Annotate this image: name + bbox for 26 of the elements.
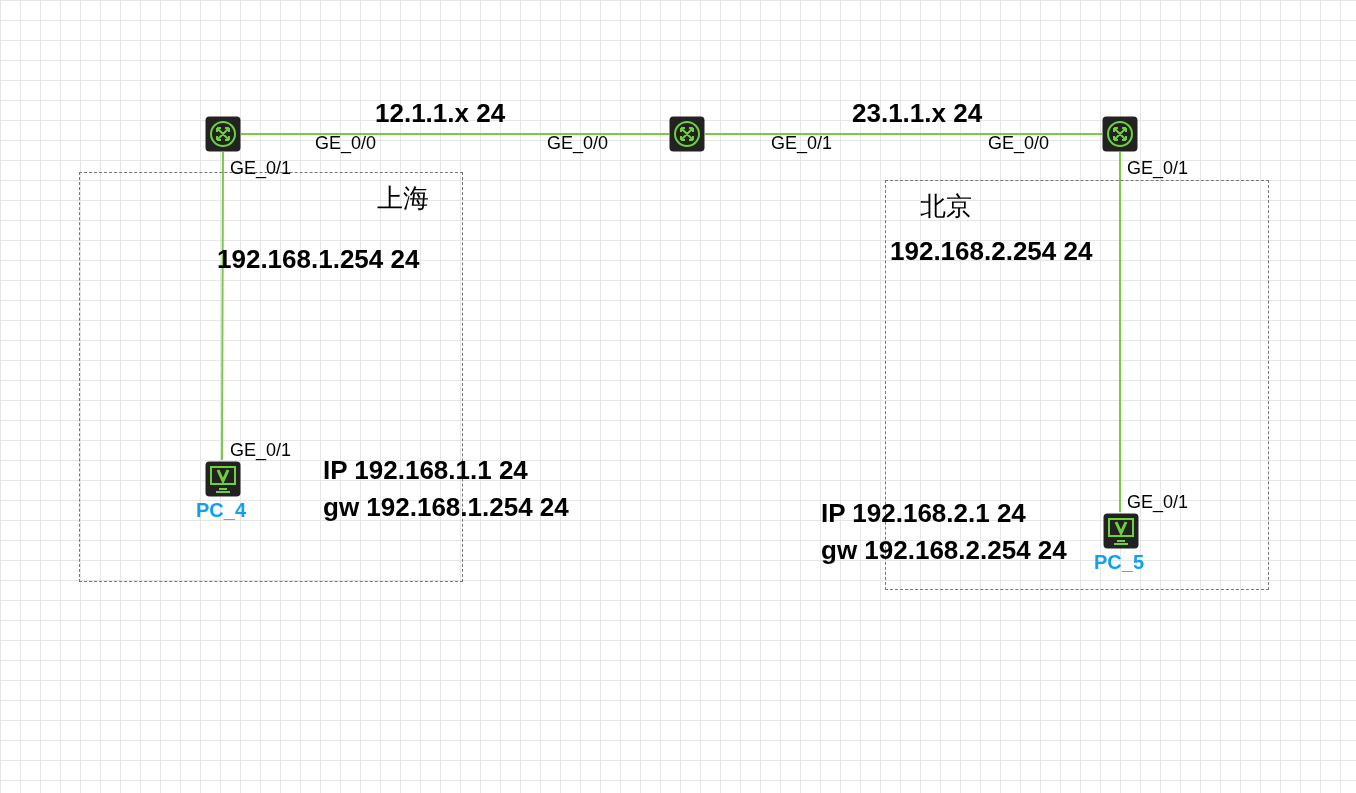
interface-label: GE_0/1 (771, 133, 833, 154)
address-label: 192.168.2.254 24 (890, 236, 1093, 267)
interface-label: GE_0/1 (230, 440, 292, 461)
address-label: gw 192.168.2.254 24 (821, 535, 1067, 566)
router-icon (1102, 116, 1138, 152)
edge-label: 12.1.1.x 24 (375, 98, 506, 129)
interface-label: GE_0/0 (315, 133, 377, 154)
device-label: PC_4 (196, 499, 247, 522)
region-title: 上海 (377, 182, 429, 215)
address-label: IP 192.168.1.1 24 (323, 455, 528, 486)
link-line (704, 133, 1103, 135)
region-title: 北京 (920, 190, 972, 223)
interface-label: GE_0/0 (547, 133, 609, 154)
router-icon (205, 116, 241, 152)
interface-label: GE_0/0 (988, 133, 1050, 154)
interface-label: GE_0/1 (1127, 492, 1189, 513)
router-icon (669, 116, 705, 152)
device-label: PC_5 (1094, 551, 1145, 574)
address-label: IP 192.168.2.1 24 (821, 498, 1026, 529)
address-label: gw 192.168.1.254 24 (323, 492, 569, 523)
link-line (240, 133, 670, 135)
link-line (1119, 151, 1121, 513)
interface-label: GE_0/1 (1127, 158, 1189, 179)
interface-label: GE_0/1 (230, 158, 292, 179)
link-line (221, 151, 224, 461)
edge-label: 23.1.1.x 24 (852, 98, 983, 129)
